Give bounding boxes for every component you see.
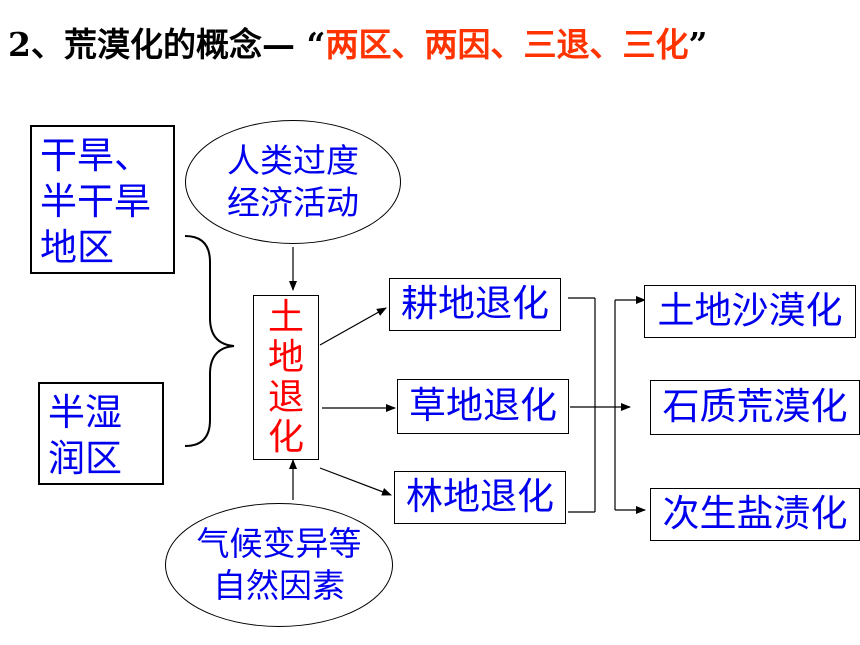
human-cause-ellipse: 人类过度 经济活动	[185, 120, 401, 244]
arid-line-2: 半干旱	[40, 180, 151, 223]
natural-cause-line-2: 自然因素	[213, 566, 345, 605]
region-brace	[184, 235, 235, 447]
title-highlight: 两区、两因、三退、三化	[325, 25, 689, 64]
farmland-degradation-label: 耕地退化	[401, 282, 549, 325]
rocky-desertification-label: 石质荒漠化	[662, 385, 848, 428]
land-degradation-char-3: 退	[267, 376, 304, 418]
rocky-desertification-box: 石质荒漠化	[650, 380, 860, 435]
forest-degradation-label: 林地退化	[406, 475, 554, 518]
arid-line-1: 干旱、	[40, 134, 151, 177]
arid-region-box: 干旱、 半干旱 地区	[30, 125, 175, 274]
semi-humid-region-box: 半湿 润区	[38, 382, 164, 485]
arrow-to-forest	[319, 467, 392, 496]
land-degradation-char-1: 土	[267, 296, 304, 338]
natural-cause-line-1: 气候变异等	[196, 524, 362, 563]
forest-degradation-box: 林地退化	[394, 471, 566, 524]
human-cause-line-2: 经济活动	[227, 183, 359, 222]
desertification-box: 土地沙漠化	[644, 285, 856, 338]
salinization-label: 次生盐渍化	[662, 492, 848, 535]
page-title: 2、荒漠化的概念— “两区、两因、三退、三化”	[8, 22, 707, 68]
grassland-degradation-box: 草地退化	[397, 379, 569, 434]
semi-humid-line-2: 润区	[48, 437, 122, 480]
land-degradation-char-2: 地	[267, 336, 304, 378]
title-prefix: 2、荒漠化的概念— “	[8, 25, 326, 64]
human-cause-line-1: 人类过度	[227, 141, 359, 180]
grassland-degradation-label: 草地退化	[409, 384, 557, 427]
arid-line-3: 地区	[40, 226, 114, 269]
semi-humid-line-1: 半湿	[48, 391, 122, 434]
title-suffix: ”	[688, 25, 708, 64]
land-degradation-box: 土 地 退 化	[253, 295, 319, 460]
land-degradation-char-4: 化	[267, 416, 304, 458]
arrow-to-farmland	[319, 307, 387, 346]
salinization-box: 次生盐渍化	[650, 488, 860, 541]
farmland-degradation-box: 耕地退化	[389, 278, 561, 331]
desertification-label: 土地沙漠化	[657, 289, 843, 332]
natural-cause-ellipse: 气候变异等 自然因素	[165, 503, 393, 627]
